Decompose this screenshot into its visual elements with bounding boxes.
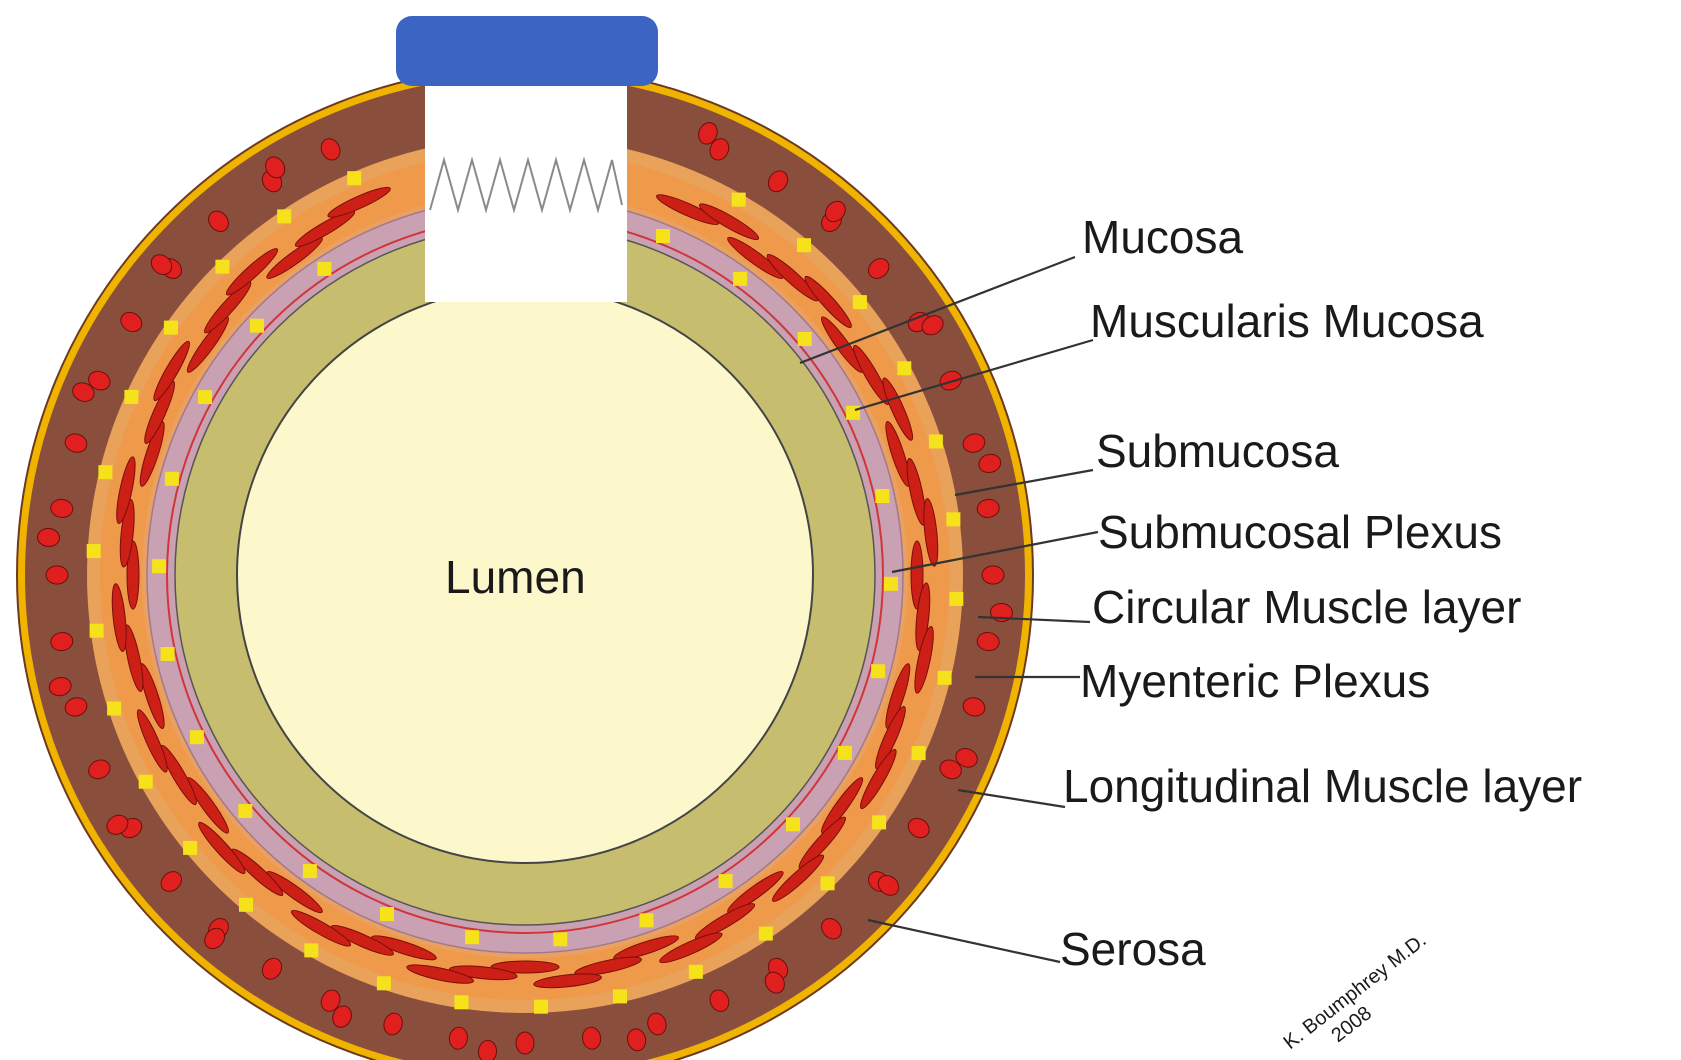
plexus-node bbox=[946, 512, 960, 526]
plexus-node bbox=[124, 390, 138, 404]
plexus-node bbox=[198, 390, 212, 404]
plexus-node bbox=[875, 489, 889, 503]
plexus-node bbox=[164, 321, 178, 335]
plexus-node bbox=[215, 260, 229, 274]
plexus-node bbox=[347, 171, 361, 185]
muscle-cell bbox=[46, 566, 68, 584]
plexus-node bbox=[250, 319, 264, 333]
muscle-cell bbox=[982, 566, 1004, 584]
label-mucosa: Mucosa bbox=[1082, 211, 1243, 263]
plexus-node bbox=[465, 930, 479, 944]
plexus-node bbox=[897, 361, 911, 375]
plexus-node bbox=[656, 229, 670, 243]
plexus-node bbox=[640, 913, 654, 927]
plexus-node bbox=[139, 775, 153, 789]
plexus-node bbox=[872, 815, 886, 829]
plexus-node bbox=[838, 746, 852, 760]
plexus-node bbox=[949, 592, 963, 606]
plexus-node bbox=[786, 817, 800, 831]
label-circular-muscle-layer: Circular Muscle layer bbox=[1092, 581, 1521, 633]
plexus-node bbox=[183, 841, 197, 855]
plexus-node bbox=[553, 932, 567, 946]
plexus-node bbox=[759, 927, 773, 941]
plexus-node bbox=[380, 907, 394, 921]
plexus-node bbox=[152, 559, 166, 573]
plexus-node bbox=[90, 624, 104, 638]
plexus-node bbox=[377, 976, 391, 990]
plexus-node bbox=[613, 989, 627, 1003]
plexus-node bbox=[161, 647, 175, 661]
plexus-node bbox=[929, 435, 943, 449]
plexus-node bbox=[798, 332, 812, 346]
plexus-node bbox=[534, 1000, 548, 1014]
plexus-node bbox=[277, 209, 291, 223]
plexus-node bbox=[689, 965, 703, 979]
label-submucosa: Submucosa bbox=[1096, 425, 1339, 477]
plexus-node bbox=[165, 472, 179, 486]
plexus-node bbox=[733, 272, 747, 286]
plexus-node bbox=[732, 193, 746, 207]
author-credit: K. Boumphrey M.D. 2008 bbox=[1280, 929, 1446, 1060]
plexus-node bbox=[853, 295, 867, 309]
plexus-node bbox=[303, 864, 317, 878]
plexus-node bbox=[938, 671, 952, 685]
label-lumen: Lumen bbox=[445, 551, 586, 603]
probe bbox=[396, 16, 658, 302]
plexus-node bbox=[719, 874, 733, 888]
probe-body bbox=[425, 80, 627, 302]
plexus-node bbox=[238, 804, 252, 818]
leader-serosa bbox=[868, 920, 1060, 962]
plexus-node bbox=[797, 238, 811, 252]
plexus-node bbox=[87, 544, 101, 558]
label-myenteric-plexus: Myenteric Plexus bbox=[1080, 655, 1430, 707]
plexus-node bbox=[884, 577, 898, 591]
plexus-node bbox=[846, 406, 860, 420]
plexus-node bbox=[304, 943, 318, 957]
plexus-node bbox=[317, 262, 331, 276]
muscle-cell bbox=[516, 1032, 534, 1054]
plexus-node bbox=[821, 876, 835, 890]
label-longitudinal-muscle-layer: Longitudinal Muscle layer bbox=[1063, 760, 1582, 812]
plexus-node bbox=[98, 465, 112, 479]
plexus-node bbox=[107, 702, 121, 716]
plexus-node bbox=[871, 664, 885, 678]
label-serosa: Serosa bbox=[1060, 923, 1206, 975]
plexus-node bbox=[190, 730, 204, 744]
probe-cap bbox=[396, 16, 658, 86]
plexus-node bbox=[912, 746, 926, 760]
plexus-node bbox=[239, 898, 253, 912]
label-muscularis-mucosa: Muscularis Mucosa bbox=[1090, 295, 1484, 347]
label-submucosal-plexus: Submucosal Plexus bbox=[1098, 506, 1502, 558]
plexus-node bbox=[454, 995, 468, 1009]
